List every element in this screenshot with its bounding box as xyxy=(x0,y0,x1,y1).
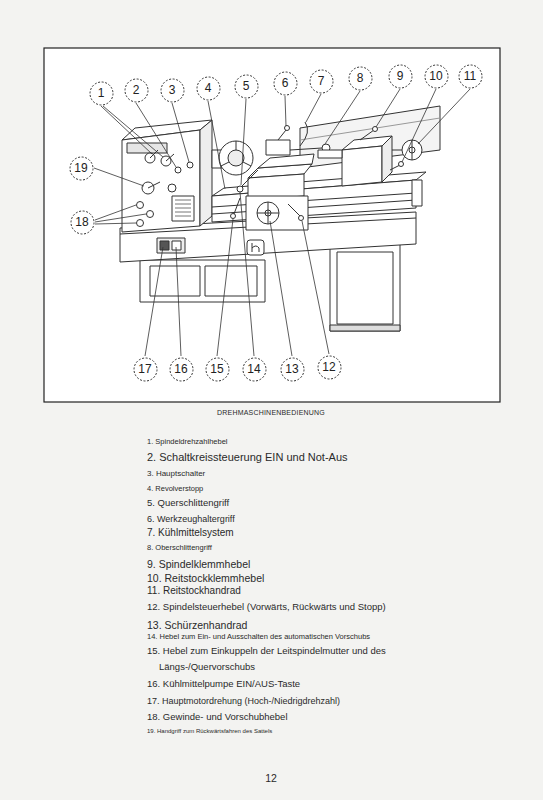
callout-number: 6 xyxy=(282,77,289,89)
callout-circle: 4 xyxy=(196,76,221,101)
legend-item: 4. Revolverstopp xyxy=(147,483,203,495)
legend-item: 1. Spindeldrehzahlhebel xyxy=(147,436,227,448)
legend-item: 15. Hebel zum Einkuppeln der Leitspindel… xyxy=(147,643,403,673)
callout-circle: 1 xyxy=(89,81,114,106)
figure-frame xyxy=(44,48,500,402)
leader-lines xyxy=(94,89,470,356)
callout-number: 15 xyxy=(210,363,223,375)
lathe-drawing xyxy=(120,106,440,331)
callout-number: 1 xyxy=(98,87,105,99)
callout-number: 11 xyxy=(464,70,476,82)
legend-item: 7. Kühlmittelsystem xyxy=(147,525,234,541)
legend-item: 9. Spindelklemmhebel xyxy=(147,556,250,573)
legend-item: 13. Schürzenhandrad xyxy=(147,617,247,634)
callout-circle: 17 xyxy=(133,357,158,382)
page-number: 12 xyxy=(265,770,277,787)
legend-item: 14. Hebel zum Ein- und Ausschalten des a… xyxy=(147,631,370,643)
callout-circle: 18 xyxy=(70,210,95,235)
callout-number: 7 xyxy=(318,75,325,87)
callout-circle: 6 xyxy=(273,71,298,96)
legend-item: 10. Reitstockklemmhebel xyxy=(147,570,264,587)
legend-item: 19. Handgriff zum Rückwärtsfahren des Sa… xyxy=(147,727,272,737)
legend-item: 11. Reitstockhandrad xyxy=(147,583,241,599)
callout-number: 17 xyxy=(138,363,151,375)
legend-item: 16. Kühlmittelpumpe EIN/AUS-Taste xyxy=(147,676,300,691)
callout-circle: 11 xyxy=(458,64,483,89)
legend-item: 8. Oberschlittengriff xyxy=(147,542,212,554)
legend-item: 3. Hauptschalter xyxy=(147,468,205,481)
callout-number: 2 xyxy=(133,84,140,96)
callout-circle: 10 xyxy=(424,64,449,89)
callout-number: 10 xyxy=(429,70,442,82)
callout-number: 3 xyxy=(169,84,176,96)
callout-number: 16 xyxy=(174,363,187,375)
legend-item: 17. Hauptmotordrehung (Hoch-/Niedrigdreh… xyxy=(147,694,340,708)
callout-circle: 16 xyxy=(169,357,194,382)
callout-number: 4 xyxy=(205,82,212,94)
callout-circle: 12 xyxy=(317,355,342,380)
callout-circle: 8 xyxy=(348,66,373,91)
callout-number: 12 xyxy=(322,361,335,373)
callout-number: 14 xyxy=(247,363,260,375)
callout-number: 19 xyxy=(74,162,87,174)
legend-item: 12. Spindelsteuerhebel (Vorwärts, Rückwä… xyxy=(147,599,386,614)
callout-circle: 19 xyxy=(69,156,94,181)
legend-item: 2. Schaltkreissteuerung EIN und Not-Aus xyxy=(147,449,348,467)
callout-circle: 2 xyxy=(124,78,149,103)
legend-item: 5. Querschlittengriff xyxy=(147,495,229,510)
callout-circle: 9 xyxy=(388,64,413,89)
callout-circle: 15 xyxy=(205,357,230,382)
callout-number: 18 xyxy=(75,216,88,228)
callout-circle: 13 xyxy=(280,357,305,382)
callout-circle: 3 xyxy=(160,78,185,103)
figure-caption: DREHMASCHINENBEDIENUNG xyxy=(217,409,325,416)
callout-number: 5 xyxy=(243,80,250,92)
callout-number: 13 xyxy=(285,363,298,375)
legend-item: 18. Gewinde- und Vorschubhebel xyxy=(147,709,288,724)
legend-item: 6. Werkzeughaltergriff xyxy=(147,512,235,526)
callout-number: 8 xyxy=(357,72,364,84)
callout-number: 9 xyxy=(397,70,404,82)
callout-circle: 7 xyxy=(309,69,334,94)
callout-circle: 5 xyxy=(234,74,259,99)
callout-circle: 14 xyxy=(242,357,267,382)
